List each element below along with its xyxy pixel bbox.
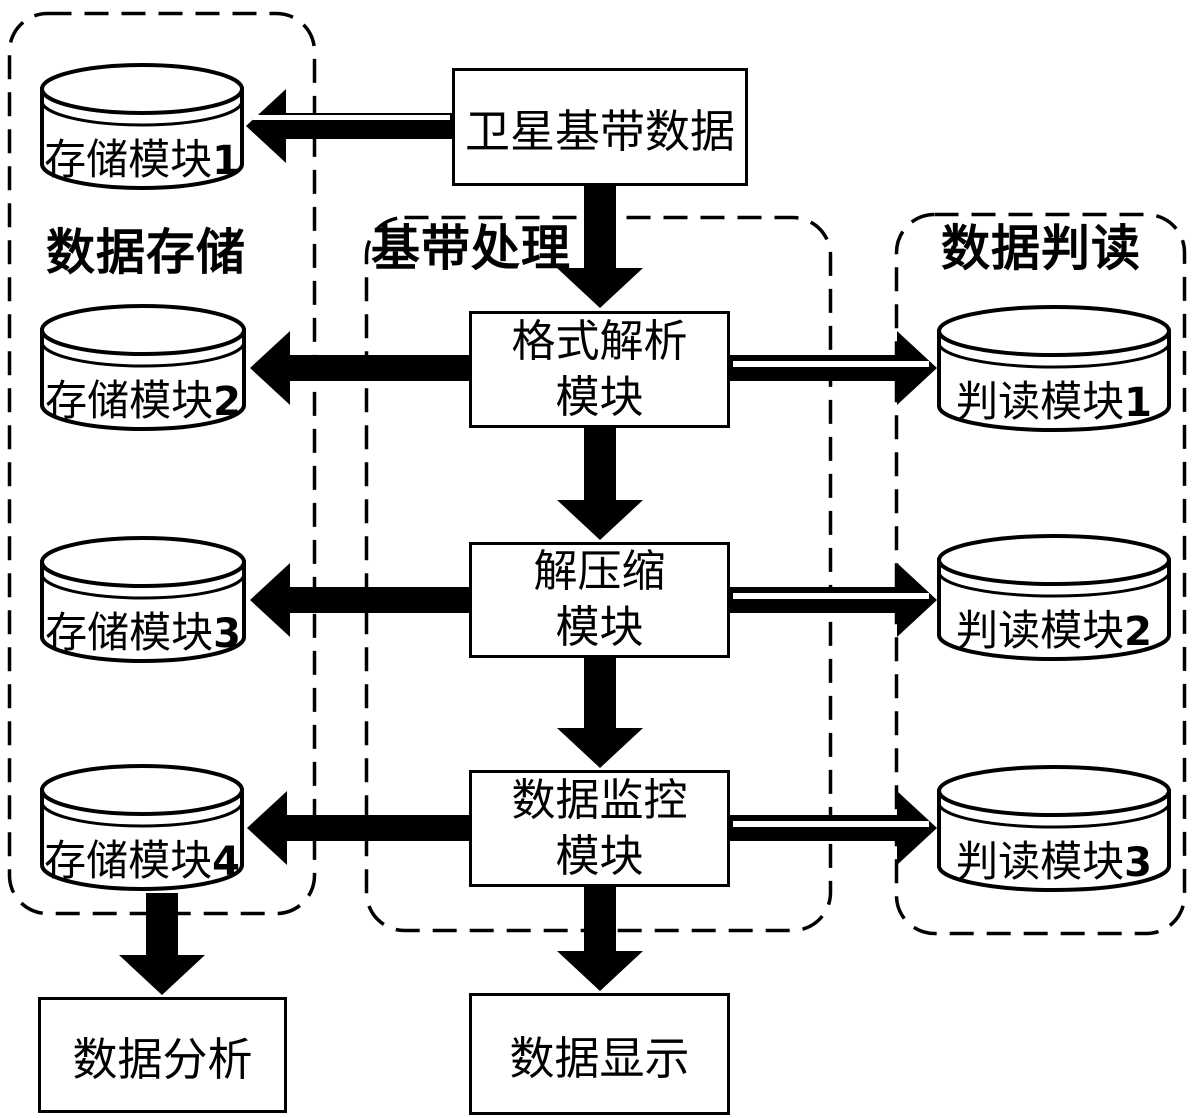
arrow-parse-to-storage2 <box>250 331 469 405</box>
region-title-baseband: 基带处理 <box>371 220 572 277</box>
box-satellite-baseband-data: 卫星基带数据 <box>452 68 748 186</box>
arrow-parse-to-decompress <box>557 428 643 540</box>
arrow-stripe <box>733 361 929 367</box>
cylinder-interp-module-1: 判读模块1 <box>935 302 1173 434</box>
box-data-monitor-module: 数据监控 模块 <box>469 770 730 887</box>
arrow-monitor-to-display <box>557 887 643 991</box>
cylinder-storage-module-3: 存储模块3 <box>38 533 248 665</box>
cylinder-interp-module-2: 判读模块2 <box>935 531 1173 663</box>
cylinder-storage-module-2: 存储模块2 <box>38 301 248 433</box>
box-data-analysis: 数据分析 <box>38 997 287 1113</box>
cylinder-storage-1-label: 存储模块 <box>44 138 213 184</box>
arrow-storage4-to-analysis <box>119 893 205 995</box>
cylinder-storage-4-num: 4 <box>212 839 240 885</box>
cylinder-interp-1-num: 1 <box>1124 380 1152 426</box>
box-decompress-module: 解压缩 模块 <box>469 542 730 658</box>
arrow-stripe <box>733 821 929 827</box>
cylinder-interp-module-3: 判读模块3 <box>935 762 1173 894</box>
cylinder-storage-4-label: 存储模块 <box>44 839 213 885</box>
box-decompress-line2: 模块 <box>555 603 644 652</box>
region-storage-frame <box>7 11 317 916</box>
arrow-satellite-to-storage1 <box>246 89 452 163</box>
cylinder-storage-2-label: 存储模块 <box>45 379 214 425</box>
arrow-decompress-to-storage3 <box>250 563 469 637</box>
cylinder-interp-3-label: 判读模块 <box>956 840 1125 886</box>
box-data-analysis-label: 数据分析 <box>72 1034 253 1085</box>
arrow-parse-to-interp1 <box>730 331 937 405</box>
box-format-parse-module: 格式解析 模块 <box>469 311 730 428</box>
arrow-monitor-to-storage4 <box>247 791 469 865</box>
cylinder-interp-2-label: 判读模块 <box>956 609 1125 655</box>
arrow-monitor-to-interp3 <box>730 791 937 865</box>
region-interpretation-frame <box>894 212 1187 936</box>
arrow-satellite-to-parse <box>557 186 643 308</box>
cylinder-storage-2-num: 2 <box>213 379 241 425</box>
cylinder-shape <box>40 304 246 431</box>
cylinder-interp-2-num: 2 <box>1124 609 1152 655</box>
arrow-stripe <box>733 593 929 599</box>
cylinder-shape <box>937 765 1171 892</box>
cylinder-shape <box>937 534 1171 661</box>
cylinder-shape <box>40 63 244 190</box>
box-data-monitor-line1: 数据监控 <box>511 775 688 825</box>
cylinder-interp-1-label: 判读模块 <box>956 380 1125 426</box>
box-data-display: 数据显示 <box>469 993 730 1115</box>
arrow-stripe <box>253 115 450 120</box>
region-title-interpretation: 数据判读 <box>941 220 1142 277</box>
box-data-monitor-line2: 模块 <box>555 831 644 881</box>
arrow-decompress-to-monitor <box>557 658 643 768</box>
arrow-decompress-to-interp2 <box>730 563 937 637</box>
cylinder-storage-1-num: 1 <box>212 138 240 184</box>
cylinder-shape <box>937 305 1171 432</box>
cylinder-shape <box>40 536 246 663</box>
box-satellite-baseband-data-label: 卫星基带数据 <box>464 106 735 157</box>
box-decompress-line1: 解压缩 <box>533 547 666 596</box>
cylinder-storage-3-label: 存储模块 <box>45 611 214 657</box>
region-title-storage: 数据存储 <box>46 224 247 281</box>
box-data-display-label: 数据显示 <box>509 1033 690 1084</box>
cylinder-shape <box>40 764 244 891</box>
cylinder-storage-module-4: 存储模块4 <box>38 761 246 893</box>
box-format-parse-line2: 模块 <box>555 372 644 422</box>
cylinder-storage-3-num: 3 <box>213 611 241 657</box>
box-format-parse-line1: 格式解析 <box>511 316 688 366</box>
cylinder-storage-module-1: 存储模块1 <box>38 60 246 192</box>
cylinder-interp-3-num: 3 <box>1124 840 1152 886</box>
